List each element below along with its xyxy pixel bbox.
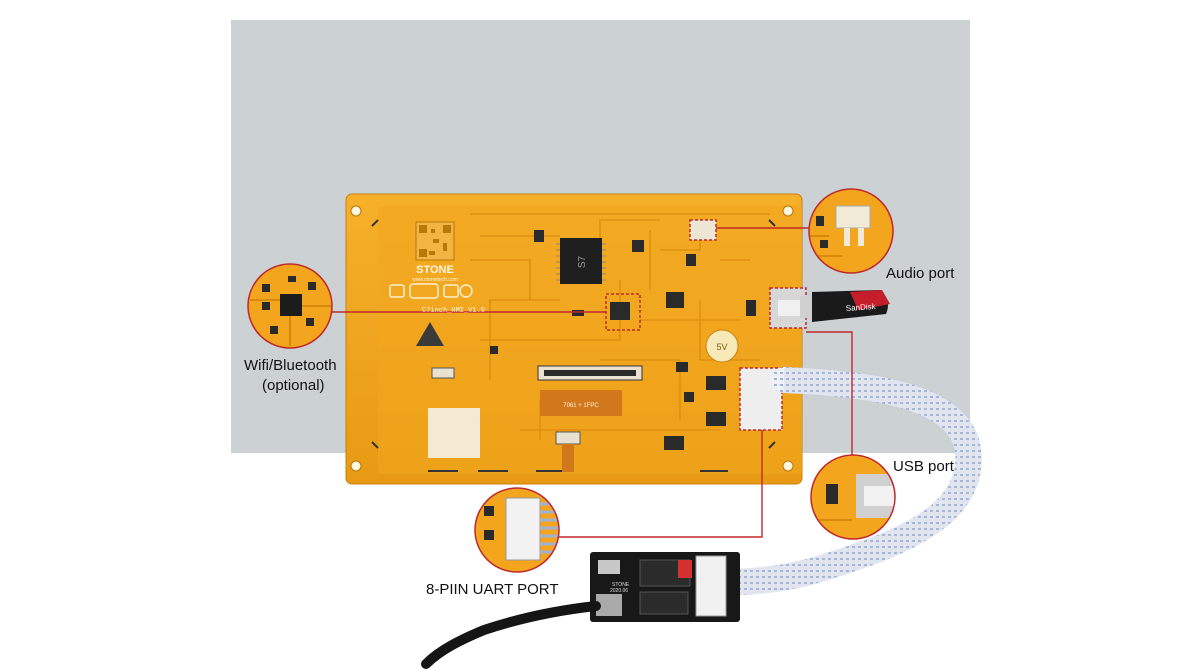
fpc-label: 7061 + 1FPC bbox=[563, 403, 599, 409]
chip-label: S7 bbox=[577, 255, 588, 268]
power-cable bbox=[421, 601, 601, 669]
wifi-bluetooth-label: Wifi/Bluetooth bbox=[244, 357, 337, 374]
ribbon-cable bbox=[725, 366, 982, 596]
board-model: C7inch_HMI_V1.0 bbox=[422, 307, 485, 315]
uart-debug-board bbox=[590, 552, 740, 622]
audio-port-zoom bbox=[808, 188, 894, 274]
debug-board-label: STONE bbox=[612, 582, 630, 588]
audio-port-label: Audio port bbox=[886, 265, 955, 282]
main-processor-chip bbox=[556, 238, 606, 284]
callout-lines bbox=[332, 227, 853, 538]
power-badge-text: 5V bbox=[716, 342, 727, 352]
hmi-pcb-board bbox=[345, 193, 807, 485]
qr-code bbox=[415, 221, 455, 261]
audio-connector bbox=[689, 219, 717, 241]
label-pad bbox=[428, 408, 480, 458]
esd-warning-symbol bbox=[416, 322, 444, 346]
debug-board-date: 2020.06 bbox=[610, 588, 628, 594]
wifi-optional-label: (optional) bbox=[262, 377, 325, 394]
power-badge bbox=[705, 329, 739, 363]
usb-port-zoom bbox=[810, 454, 896, 540]
board-brand: STONE bbox=[416, 264, 454, 276]
board-website: www.stoneitech.com bbox=[412, 277, 458, 283]
wifi-module-zoom bbox=[247, 263, 333, 349]
usb-stick-brand: SanDisk bbox=[846, 302, 877, 313]
usb-flash-drive bbox=[800, 290, 890, 322]
uart-port-label: 8-PIIN UART PORT bbox=[426, 581, 559, 598]
usb-port-label: USB port bbox=[893, 458, 954, 475]
uart-port-zoom bbox=[474, 487, 560, 573]
compliance-marks bbox=[389, 283, 473, 299]
